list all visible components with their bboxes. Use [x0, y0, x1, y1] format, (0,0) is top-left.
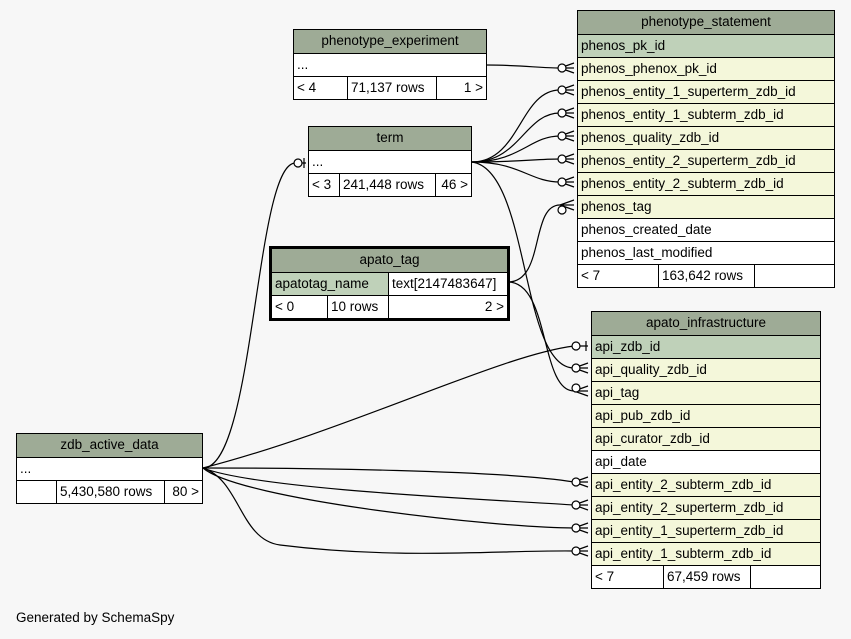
edge-api-ent2-super [202, 467, 575, 506]
edge-api-ent1-sub [202, 467, 575, 554]
table-title[interactable]: apato_tag [272, 249, 507, 272]
table-footer: < 7 67,459 rows [592, 565, 820, 588]
column-row-fk[interactable]: api_entity_2_superterm_zdb_id [592, 496, 820, 519]
edge-ent1-super [471, 89, 561, 163]
table-phenotype-statement[interactable]: phenotype_statement phenos_pk_id phenos_… [577, 10, 835, 288]
row-count: 5,430,580 rows [57, 481, 165, 503]
table-footer: < 4 71,137 rows 1 > [294, 76, 486, 99]
edge-api-ent2-sub [202, 467, 575, 483]
table-apato-infrastructure[interactable]: apato_infrastructure api_zdb_id api_qual… [591, 311, 821, 589]
column-row-fk[interactable]: phenos_quality_zdb_id [578, 126, 834, 149]
column-row-fk[interactable]: api_pub_zdb_id [592, 404, 820, 427]
table-title[interactable]: zdb_active_data [17, 434, 202, 457]
column-row-fk[interactable]: api_entity_2_subterm_zdb_id [592, 473, 820, 496]
edge-api-quality [471, 161, 575, 369]
column-row-fk[interactable]: phenos_tag [578, 195, 834, 218]
column-name: apatotag_name [272, 273, 389, 295]
column-row-fk[interactable]: api_curator_zdb_id [592, 427, 820, 450]
edge-phenox [485, 64, 561, 69]
table-zdb-active-data[interactable]: zdb_active_data ... 5,430,580 rows 80 > [16, 433, 203, 504]
column-row-pk[interactable]: api_zdb_id [592, 335, 820, 358]
edge-term [202, 162, 297, 469]
row-count: 71,137 rows [348, 77, 437, 99]
table-footer: 5,430,580 rows 80 > [17, 480, 202, 503]
column-row[interactable]: ... [309, 150, 471, 173]
column-row-fk[interactable]: phenos_phenox_pk_id [578, 57, 834, 80]
column-row-fk[interactable]: phenos_entity_2_superterm_zdb_id [578, 149, 834, 172]
column-row-fk[interactable]: phenos_entity_1_superterm_zdb_id [578, 80, 834, 103]
row-count: 163,642 rows [659, 265, 755, 287]
column-row[interactable]: phenos_last_modified [578, 241, 834, 264]
parent-count [17, 481, 57, 503]
parent-count: < 3 [309, 174, 340, 196]
parent-count: < 4 [294, 77, 348, 99]
table-apato-tag[interactable]: apato_tag apatotag_name text[2147483647]… [269, 246, 510, 321]
column-row[interactable]: apatotag_name text[2147483647] [272, 272, 507, 295]
edge-quality [471, 135, 561, 163]
edge-phenos-tag [507, 204, 561, 283]
child-count: 46 > [441, 177, 468, 192]
edge-api-tag [507, 281, 575, 392]
table-title[interactable]: phenotype_experiment [294, 30, 486, 53]
edge-ent1-sub [471, 112, 561, 163]
row-count: 67,459 rows [664, 566, 751, 588]
parent-count: < 7 [578, 265, 659, 287]
child-count: 2 > [484, 299, 504, 314]
edge-ent2-super [471, 158, 561, 163]
table-footer: < 0 10 rows 2 > [272, 295, 507, 318]
parent-count: < 0 [272, 296, 328, 318]
column-row[interactable]: ... [294, 53, 486, 76]
column-row[interactable]: phenos_created_date [578, 218, 834, 241]
column-row-fk[interactable]: phenos_entity_1_subterm_zdb_id [578, 103, 834, 126]
column-row[interactable]: api_date [592, 450, 820, 473]
column-row-fk[interactable]: api_tag [592, 381, 820, 404]
column-row-fk[interactable]: api_entity_1_superterm_zdb_id [592, 519, 820, 542]
table-phenotype-experiment[interactable]: phenotype_experiment ... < 4 71,137 rows… [293, 29, 487, 100]
row-count: 241,448 rows [340, 174, 436, 196]
edge-api-ent1-super [202, 467, 575, 529]
column-row[interactable]: ... [17, 457, 202, 480]
column-type: text[2147483647] [389, 273, 507, 295]
child-count: 1 > [463, 80, 483, 95]
column-row-fk[interactable]: api_entity_1_subterm_zdb_id [592, 542, 820, 565]
child-count [755, 265, 834, 287]
table-footer: < 3 241,448 rows 46 > [309, 173, 471, 196]
row-count: 10 rows [328, 296, 389, 318]
table-footer: < 7 163,642 rows [578, 264, 834, 287]
table-title[interactable]: apato_infrastructure [592, 312, 820, 335]
edge-api-zdb [202, 345, 575, 469]
column-row-pk[interactable]: phenos_pk_id [578, 34, 834, 57]
column-row-fk[interactable]: api_quality_zdb_id [592, 358, 820, 381]
table-term[interactable]: term ... < 3 241,448 rows 46 > [308, 126, 472, 197]
column-row-fk[interactable]: phenos_entity_2_subterm_zdb_id [578, 172, 834, 195]
generated-by-credit: Generated by SchemaSpy [16, 610, 175, 625]
parent-count: < 7 [592, 566, 664, 588]
child-count [751, 566, 820, 588]
table-title[interactable]: phenotype_statement [578, 11, 834, 34]
table-title[interactable]: term [309, 127, 471, 150]
child-count: 80 > [172, 484, 199, 499]
edge-ent2-sub [471, 161, 561, 183]
